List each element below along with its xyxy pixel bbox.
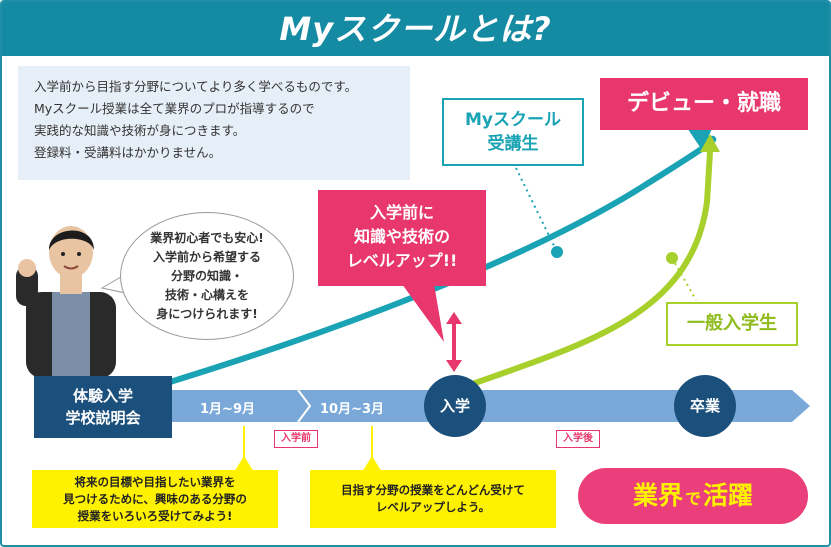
before-entry-line: レベルアップ!! [346, 251, 458, 270]
bubble-line: 入学前から希望する [152, 250, 261, 264]
success-part1: 業界 [632, 481, 683, 510]
note-left-line: 見つけるために、興味のある分野の [63, 492, 247, 506]
bubble-line: 分野の知識・ [170, 269, 243, 283]
general-curve [471, 151, 713, 387]
note-left-pointer [234, 456, 254, 472]
note-left-line: 授業をいろいろ受けてみよう! [77, 509, 233, 523]
success-badge: 業界で活躍 [578, 468, 808, 524]
speech-bubble: 業界初心者でも安心! 入学前から希望する 分野の知識・ 技術・心構えを 身につけ… [120, 212, 294, 340]
graduation-circle: 卒業 [674, 375, 736, 437]
success-part3: 活躍 [703, 481, 754, 510]
after-entry-badge: 入学後 [556, 430, 600, 448]
trial-entry-box: 体験入学 学校説明会 [34, 376, 172, 438]
level-up-arrow-bottom [446, 360, 462, 372]
bubble-line: 業界初心者でも安心! [150, 231, 264, 245]
my-school-student-tag: Myスクール 受講生 [442, 98, 584, 166]
general-dot [666, 252, 678, 264]
trial-line: 学校説明会 [65, 409, 141, 427]
before-entry-tag: 入学前に 知識や技術の レベルアップ!! [318, 190, 486, 286]
intro-box: 入学前から目指す分野についてより多く学べるものです。 Myスクール授業は全て業界… [18, 66, 410, 180]
intro-line: Myスクール授業は全て業界のプロが指導するので [34, 101, 315, 116]
intro-line: 入学前から目指す分野についてより多く学べるものです。 [34, 79, 358, 94]
bubble-line: 技術・心構えを [164, 288, 249, 302]
my-school-tag-line: Myスクール [465, 110, 561, 130]
timeline-chevron [297, 389, 312, 423]
general-arrowhead [700, 134, 720, 152]
intro-line: 実践的な知識や技術が身につきます。 [34, 123, 246, 138]
note-middle: 目指す分野の授業をどんどん受けて レベルアップしよう。 [310, 470, 556, 528]
student-photo [16, 226, 116, 378]
pink-tag-pointer [402, 284, 444, 342]
before-entry-line: 知識や技術の [353, 227, 450, 246]
entry-circle: 入学 [424, 375, 486, 437]
my-school-arrowhead [686, 126, 713, 151]
trial-line: 体験入学 [72, 387, 133, 405]
general-student-tag: 一般入学生 [666, 302, 798, 346]
dotted-connector-general [671, 257, 697, 301]
note-left-line: 将来の目標や目指したい業界を [74, 475, 236, 489]
period-oct-mar: 10月~3月 [320, 402, 385, 417]
before-entry-badge: 入学前 [274, 430, 318, 448]
my-school-tag-line: 受講生 [487, 134, 539, 154]
note-middle-pointer [362, 456, 382, 472]
period-jan-sep: 1月~9月 [200, 402, 255, 417]
note-middle-line: レベルアップしよう。 [375, 500, 491, 514]
timeline-bar [170, 390, 810, 422]
before-entry-line: 入学前に [369, 203, 434, 222]
note-left: 将来の目標や目指したい業界を 見つけるために、興味のある分野の 授業をいろいろ受… [32, 470, 278, 528]
intro-line: 登録料・受講料はかかりません。 [34, 145, 222, 160]
note-middle-line: 目指す分野の授業をどんどん受けて [341, 483, 525, 497]
debut-tag: デビュー・就職 [600, 78, 808, 130]
page-title: Myスクールとは? [2, 2, 829, 56]
success-part2: で [684, 489, 701, 508]
my-school-dot [551, 246, 563, 258]
bubble-line: 身につけられます! [156, 307, 258, 321]
level-up-arrow-top [446, 312, 462, 324]
